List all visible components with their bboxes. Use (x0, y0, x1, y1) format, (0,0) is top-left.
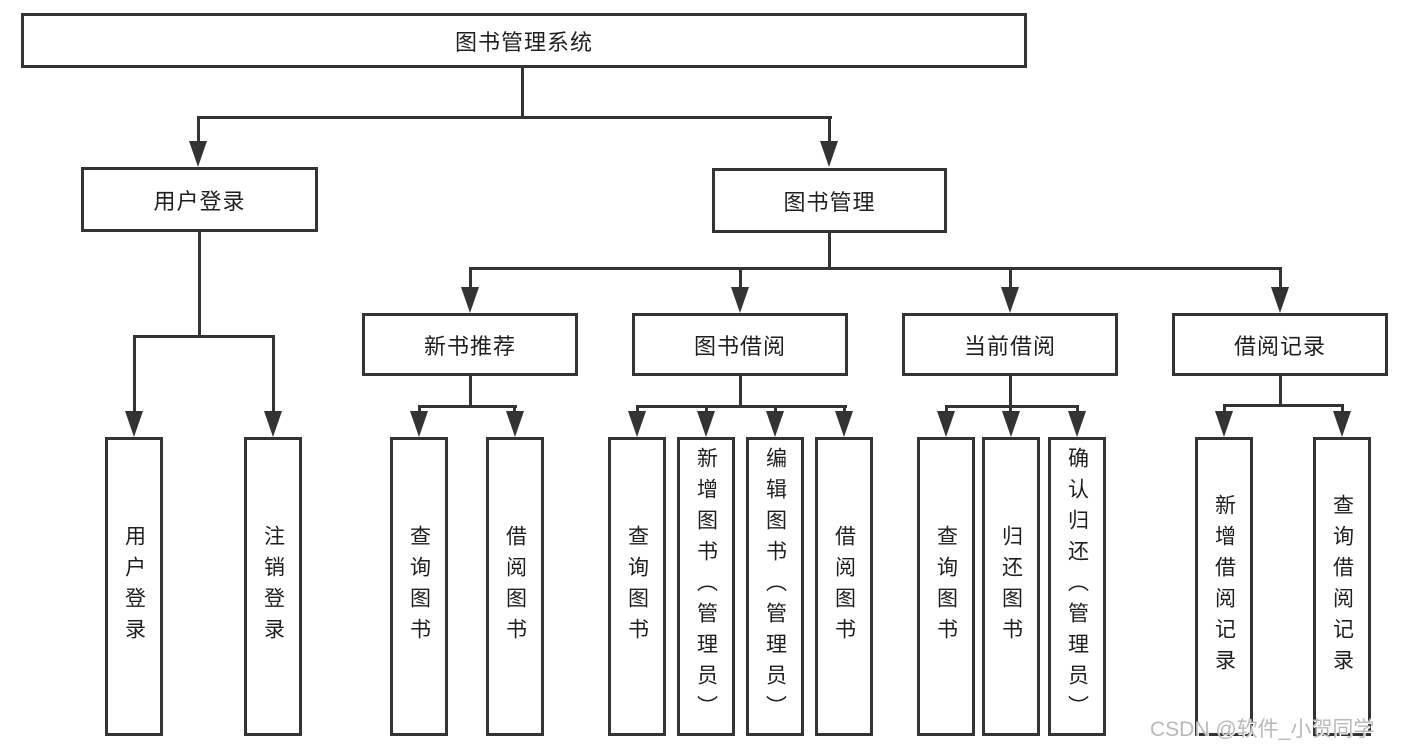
node-book-management: 图书管理 (712, 168, 947, 233)
leaf-add-borrow-record-label: 新增借阅记录 (1212, 493, 1236, 680)
arrowhead-user-login (189, 141, 207, 167)
leaf-confirm-return-admin-label: 确认归还（管理员） (1065, 447, 1089, 726)
arrowhead-borrowing-records (1271, 287, 1289, 313)
edge-borrowing-records-bus (1223, 404, 1344, 407)
node-new-book-recommend: 新书推荐 (362, 313, 578, 376)
edge-user-login-stem (198, 232, 201, 337)
leaf-add-book-admin: 新增图书（管理员） (677, 437, 735, 736)
edge-book-borrowing-stem (739, 376, 742, 407)
edge-drop-user-login (197, 118, 200, 144)
edge-drop-query-books-borrowing (636, 407, 639, 413)
leaf-query-books-current: 查询图书 (917, 437, 975, 736)
leaf-query-borrow-record: 查询借阅记录 (1313, 437, 1371, 736)
root-node-label: 图书管理系统 (454, 29, 593, 55)
leaf-query-books-recommend-label: 查询图书 (407, 524, 431, 649)
csdn-watermark: CSDN @软件_小贺同学 (1150, 718, 1375, 741)
edge-drop-add-borrow-record (1223, 406, 1226, 412)
edge-level3-bus (469, 267, 1282, 270)
leaf-user-login: 用户登录 (105, 437, 163, 736)
node-borrowing-records: 借阅记录 (1172, 313, 1388, 376)
arrowhead-borrow-books-recommend (506, 411, 524, 437)
edge-drop-return-book (1009, 407, 1012, 413)
leaf-borrow-books-recommend-label: 借阅图书 (503, 524, 527, 649)
edge-user-login-bus (133, 335, 275, 338)
node-new-book-recommend-label: 新书推荐 (423, 333, 516, 359)
leaf-user-login-label: 用户登录 (122, 524, 146, 649)
edge-book-borrowing-bus (636, 405, 847, 408)
edge-root-stem (521, 68, 524, 118)
arrowhead-query-books-current (937, 411, 955, 437)
arrowhead-book-borrowing (731, 287, 749, 313)
edge-drop-edit-book-admin (774, 407, 777, 413)
leaf-borrow-books-recommend: 借阅图书 (486, 437, 544, 736)
edge-drop-add-book-admin (705, 407, 708, 413)
node-user-login-label: 用户登录 (153, 188, 246, 214)
arrowhead-query-books-borrowing (628, 411, 646, 437)
edge-drop-borrowing-records (1279, 269, 1282, 289)
edge-drop-confirm-return-admin (1076, 407, 1079, 413)
edge-drop-current-borrowing (1009, 269, 1012, 289)
arrowhead-confirm-return-admin (1068, 411, 1086, 437)
leaf-confirm-return-admin: 确认归还（管理员） (1048, 437, 1106, 736)
edge-drop-new-book-recommend (469, 269, 472, 289)
leaf-query-books-recommend: 查询图书 (390, 437, 448, 736)
arrowhead-edit-book-admin (766, 411, 784, 437)
edge-borrowing-records-stem (1279, 376, 1282, 405)
edge-drop-leaf-logout (272, 337, 275, 413)
edge-current-borrowing-stem (1009, 376, 1012, 407)
leaf-edit-book-admin-label: 编辑图书（管理员） (763, 447, 787, 726)
node-book-borrowing: 图书借阅 (632, 313, 848, 376)
edge-current-borrowing-bus (945, 405, 1079, 408)
leaf-borrow-books-borrowing: 借阅图书 (815, 437, 873, 736)
edge-drop-leaf-user-login (133, 337, 136, 413)
arrowhead-borrow-books-borrowing (835, 411, 853, 437)
edge-drop-book-borrowing (739, 269, 742, 289)
edge-book-management-stem (828, 233, 831, 269)
edge-drop-borrow-books-recommend (513, 407, 516, 413)
edge-new-book-recommend-stem (469, 375, 472, 407)
leaf-logout-label: 注销登录 (261, 524, 285, 649)
node-book-borrowing-label: 图书借阅 (693, 333, 786, 359)
leaf-return-book: 归还图书 (982, 437, 1040, 736)
leaf-query-books-current-label: 查询图书 (934, 524, 958, 649)
node-user-login: 用户登录 (81, 167, 318, 232)
arrowhead-leaf-logout (264, 411, 282, 437)
arrowhead-query-borrow-record (1333, 411, 1351, 437)
node-book-management-label: 图书管理 (783, 189, 876, 215)
arrowhead-new-book-recommend (461, 287, 479, 313)
edge-drop-query-books-current (945, 407, 948, 413)
leaf-borrow-books-borrowing-label: 借阅图书 (832, 524, 856, 649)
leaf-logout: 注销登录 (244, 437, 302, 736)
arrowhead-query-books-recommend (410, 411, 428, 437)
edge-new-book-recommend-bus (418, 405, 517, 408)
node-borrowing-records-label: 借阅记录 (1233, 333, 1326, 359)
leaf-query-books-borrowing-label: 查询图书 (625, 524, 649, 649)
node-current-borrowing-label: 当前借阅 (963, 333, 1056, 359)
root-node: 图书管理系统 (21, 13, 1027, 68)
node-current-borrowing: 当前借阅 (902, 313, 1118, 376)
arrowhead-leaf-user-login (125, 411, 143, 437)
leaf-return-book-label: 归还图书 (999, 524, 1023, 649)
arrowhead-add-book-admin (697, 411, 715, 437)
leaf-add-borrow-record: 新增借阅记录 (1195, 437, 1253, 736)
edge-level2-bus (197, 116, 832, 119)
leaf-query-books-borrowing: 查询图书 (608, 437, 666, 736)
arrowhead-current-borrowing (1001, 287, 1019, 313)
leaf-add-book-admin-label: 新增图书（管理员） (694, 447, 718, 726)
edge-drop-query-borrow-record (1341, 406, 1344, 412)
leaf-edit-book-admin: 编辑图书（管理员） (746, 437, 804, 736)
edge-drop-borrow-books-borrowing (843, 407, 846, 413)
leaf-query-borrow-record-label: 查询借阅记录 (1330, 493, 1354, 680)
arrowhead-add-borrow-record (1215, 411, 1233, 437)
edge-drop-book-management (828, 118, 831, 144)
arrowhead-return-book (1002, 411, 1020, 437)
arrowhead-book-management (820, 141, 838, 167)
edge-drop-query-books-recommend (418, 407, 421, 413)
